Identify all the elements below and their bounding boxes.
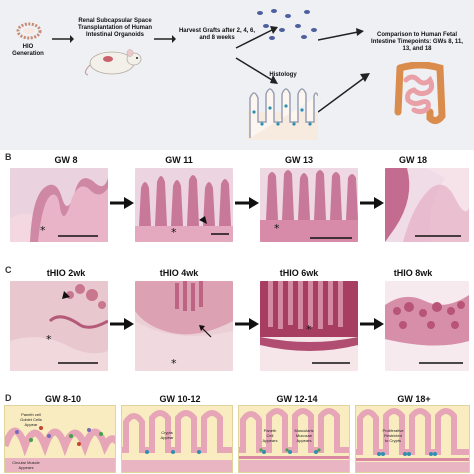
panel-d-title-4: GW 18+ (397, 394, 431, 404)
panel-b-label-3: GW 13 (284, 155, 313, 165)
arrow-icon (318, 28, 364, 41)
mouse-icon (84, 49, 142, 76)
histology-image-thio-2wk: * (10, 281, 108, 371)
svg-text:*: * (40, 224, 46, 237)
stage-schematic-3: Paneth Cell Appears Muscularis Mucosae A… (238, 405, 350, 473)
histology-image-gw11: * (135, 168, 233, 242)
panel-a-workflow: HIO Generation Renal Subcapsular Space T… (0, 0, 474, 150)
svg-text:*: * (171, 226, 177, 239)
panel-b-label-2: GW 11 (165, 155, 193, 165)
stage-schematic-2: Crypts Appear (121, 405, 233, 473)
note-proliferative: Proliferative Restricted to Crypts (382, 428, 404, 443)
intestine-icon (394, 62, 446, 125)
svg-text:*: * (274, 222, 280, 235)
arrow-icon (235, 318, 259, 330)
panel-b-label-4: GW 18 (398, 155, 427, 165)
note-paneth-cell: Paneth Cell Appears (262, 428, 278, 443)
panel-d-schematics: D GW 8-10 GW 10-12 GW 12-14 GW 18+ Panet… (0, 393, 474, 474)
histology-image-gw13: * (260, 168, 358, 242)
histology-image-gw8: * (10, 168, 108, 242)
arrow-icon (52, 35, 74, 43)
panel-c-letter: C (5, 265, 12, 275)
histology-label: Histology (269, 72, 297, 78)
note-crypts: Crypts Appear (160, 430, 174, 440)
arrow-icon (318, 73, 370, 113)
hio-generation-label: HIO Generation (12, 44, 44, 57)
histology-image-thio-8wk (385, 281, 469, 371)
transplant-label: Renal Subcapsular Space Transplantation … (77, 18, 152, 38)
stage-schematic-1: Paneth cell Goblet Cells Appear Circular… (4, 405, 116, 473)
note-muscularis-mucosae: Muscularis Mucosae Appears (294, 428, 314, 443)
panel-d-title-1: GW 8-10 (44, 394, 81, 404)
histology-image-thio-4wk: * (135, 281, 233, 371)
arrow-icon (360, 197, 384, 209)
cell-dots-icon (257, 9, 317, 40)
panel-c-label-3: tHIO 6wk (279, 268, 319, 278)
arrow-icon (110, 197, 134, 209)
panel-b-letter: B (5, 152, 12, 162)
panel-c-label-1: tHIO 2wk (46, 268, 86, 278)
arrow-icon (235, 197, 259, 209)
panel-c-label-2: tHIO 4wk (159, 268, 199, 278)
panel-d-letter: D (5, 393, 12, 403)
panel-d-title-3: GW 12-14 (276, 394, 318, 404)
arrow-icon (360, 318, 384, 330)
harvest-label: Harvest Grafts after 2, 4, 6, and 8 week… (178, 28, 256, 41)
arrow-icon (110, 318, 134, 330)
histology-image-gw18 (385, 168, 469, 242)
split-arrows-icon (235, 26, 278, 84)
arrow-icon (154, 35, 176, 43)
svg-text:*: * (171, 357, 177, 370)
note-circular-muscle: Circular Muscle Appears (12, 460, 40, 470)
villi-schematic-icon (248, 88, 318, 140)
note-paneth-goblet: Paneth cell Goblet Cells Appear (20, 412, 42, 427)
hio-organoid-icon (16, 22, 42, 40)
stage-schematic-4: Proliferative Restricted to Crypts (355, 405, 470, 473)
comparison-label: Comparison to Human Fetal Intestine Time… (371, 32, 463, 52)
panel-c-label-4: tHIO 8wk (393, 268, 433, 278)
svg-text:*: * (46, 333, 52, 346)
svg-text:*: * (306, 323, 312, 336)
histology-image-thio-6wk: * (260, 281, 358, 371)
panel-d-title-2: GW 10-12 (159, 394, 201, 404)
panel-b-label-1: GW 8 (54, 155, 78, 165)
